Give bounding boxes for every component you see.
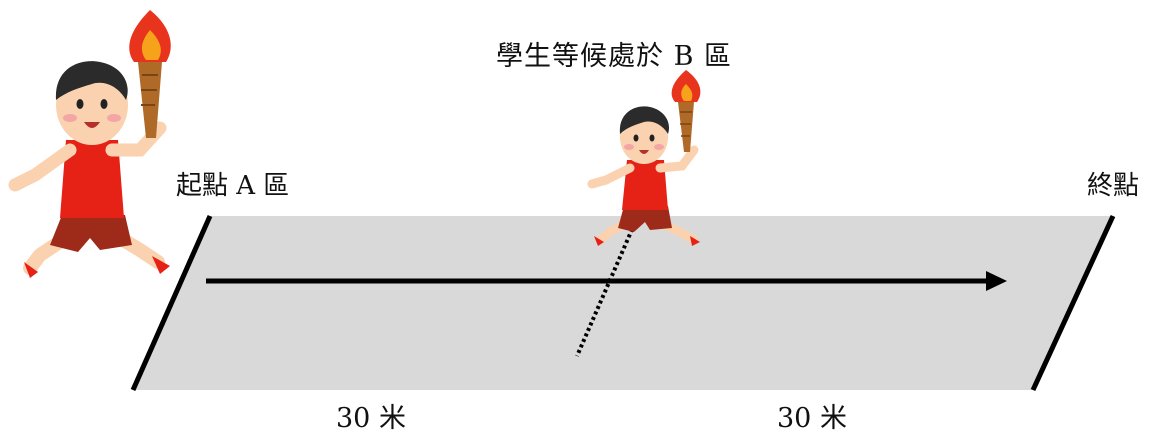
exchange-zone-line: [575, 217, 639, 357]
finish-label: 終點: [1087, 171, 1140, 201]
runner-with-torch-start: [8, 10, 171, 278]
direction-arrow-head: [986, 271, 1007, 291]
distance-label-first: 30 米: [336, 403, 406, 434]
start-line: [130, 214, 213, 392]
waiting-area-label: 學生等候處於 B 區: [496, 41, 733, 72]
track-surface: [133, 216, 1113, 390]
runner-with-torch-waiting: [587, 70, 701, 246]
start-label: 起點 A 區: [176, 171, 290, 201]
distance-label-second: 30 米: [777, 403, 847, 434]
finish-line: [1030, 214, 1116, 392]
